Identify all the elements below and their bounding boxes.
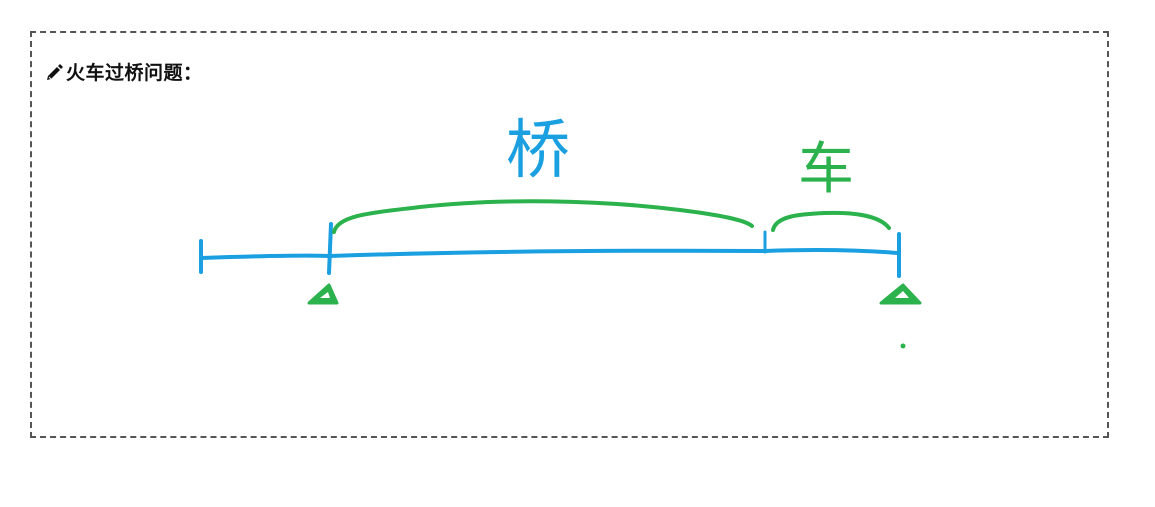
train-brace bbox=[771, 210, 891, 232]
pencil-icon bbox=[46, 63, 64, 81]
page-title: 火车过桥问题： bbox=[66, 62, 203, 84]
diagram-heading: 火车过桥问题： bbox=[46, 58, 203, 85]
dashed-frame bbox=[30, 31, 1109, 438]
triangle-icon bbox=[307, 283, 339, 305]
stray-dot bbox=[900, 343, 906, 349]
train-label: 车 bbox=[798, 137, 854, 202]
bridge-brace bbox=[332, 199, 754, 234]
bridge-label: 桥 bbox=[506, 114, 570, 188]
track-line bbox=[199, 247, 900, 260]
triangle-icon bbox=[879, 283, 922, 305]
bridge-start-tick bbox=[327, 222, 333, 275]
